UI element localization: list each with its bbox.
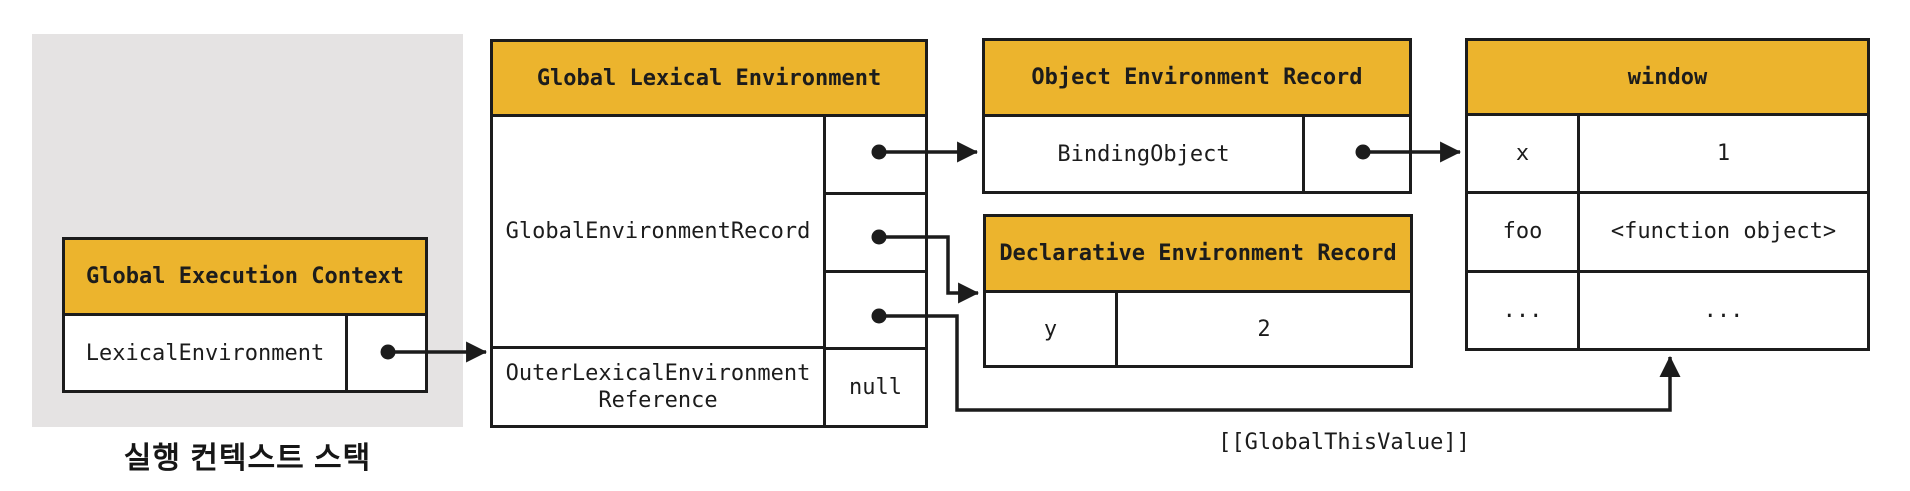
der-value-cell: 2	[1257, 316, 1271, 342]
window-row-foo: foo <function object>	[1468, 191, 1867, 270]
global-execution-context-title: Global Execution Context	[65, 240, 425, 316]
window-title: window	[1468, 41, 1867, 116]
outer-reference-null-cell: null	[826, 347, 925, 425]
window-key-cell: x	[1468, 116, 1580, 192]
window-row-ellipsis: ... ...	[1468, 269, 1867, 348]
binding-object-cell: BindingObject	[985, 117, 1305, 191]
global-lexical-environment-title: Global Lexical Environment	[493, 42, 925, 117]
window-row-x: x 1	[1468, 116, 1867, 192]
object-environment-record-box: Object Environment Record BindingObject	[982, 38, 1412, 194]
window-key-cell: foo	[1468, 194, 1580, 270]
lexical-environment-cell: LexicalEnvironment	[65, 316, 348, 390]
window-value-cell: 1	[1716, 141, 1731, 167]
window-key-cell: ...	[1468, 272, 1580, 348]
window-object-box: window x 1 foo <function object> ... ...	[1465, 38, 1870, 351]
object-environment-record-title: Object Environment Record	[985, 41, 1409, 117]
object-record-pointer-cell	[826, 117, 925, 192]
window-value-cell: <function object>	[1610, 219, 1837, 245]
stack-caption: 실행 컨텍스트 스택	[123, 442, 372, 475]
der-key-cell: y	[986, 293, 1118, 365]
declarative-environment-record-title: Declarative Environment Record	[986, 217, 1410, 293]
outer-lexical-environment-reference-cell: OuterLexicalEnvironment Reference	[493, 345, 823, 425]
lexical-environment-pointer-cell	[348, 316, 425, 390]
global-this-pointer-cell	[826, 269, 925, 348]
declarative-record-pointer-cell	[826, 191, 925, 270]
global-execution-context-box: Global Execution Context LexicalEnvironm…	[62, 237, 428, 393]
global-environment-record-cell: GlobalEnvironmentRecord	[505, 218, 811, 244]
global-this-value-label: [[GlobalThisValue]]	[1218, 430, 1470, 455]
window-value-cell: ...	[1703, 297, 1744, 323]
declarative-environment-record-box: Declarative Environment Record y 2	[983, 214, 1413, 368]
global-lexical-environment-box: Global Lexical Environment GlobalEnviron…	[490, 39, 928, 428]
binding-object-pointer-cell	[1305, 117, 1409, 191]
